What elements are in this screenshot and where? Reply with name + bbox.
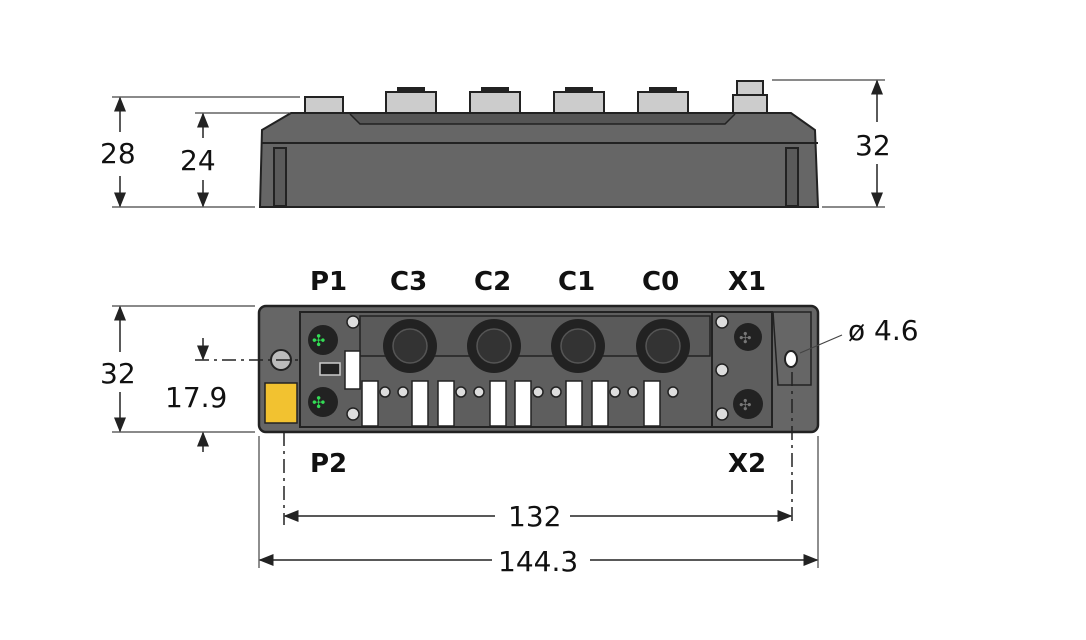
dim-side-height-connector: 32 <box>855 129 891 162</box>
label-c1: C1 <box>558 267 595 297</box>
dim-hole-spacing: 132 <box>508 500 561 533</box>
switch-yellow <box>264 382 298 424</box>
c-connectors-front <box>383 319 690 373</box>
c-connectors-side <box>385 87 689 115</box>
side-view: 28 24 32 <box>100 79 891 208</box>
dim-side-height-total: 28 <box>100 137 136 170</box>
p2-connector-front: ✣ <box>308 387 338 417</box>
mounting-hole <box>784 350 798 368</box>
label-p2: P2 <box>310 449 347 479</box>
x-connector-side <box>732 80 768 115</box>
dim-hole-offset: 17.9 <box>165 381 227 414</box>
svg-text:✣: ✣ <box>312 331 325 350</box>
label-c2: C2 <box>474 267 511 297</box>
status-leds <box>361 315 729 427</box>
svg-text:✣: ✣ <box>739 329 752 347</box>
front-view: ✣ ✣ ✣ ✣ <box>100 267 919 578</box>
p-connector-side <box>304 96 344 115</box>
housing-side <box>258 112 820 208</box>
label-c0: C0 <box>642 267 679 297</box>
svg-text:✣: ✣ <box>739 396 752 414</box>
label-x1: X1 <box>728 267 766 297</box>
dim-width: 144.3 <box>498 545 578 578</box>
dim-front-height: 32 <box>100 357 136 390</box>
p1-connector-front: ✣ <box>308 325 338 355</box>
label-p1: P1 <box>310 267 347 297</box>
svg-text:✣: ✣ <box>312 393 325 412</box>
label-c3: C3 <box>390 267 427 297</box>
x-connectors-front: ✣ ✣ <box>733 323 763 419</box>
label-x2: X2 <box>728 449 766 479</box>
dim-hole-diameter: ø 4.6 <box>848 314 919 347</box>
dim-side-height-body: 24 <box>180 144 216 177</box>
